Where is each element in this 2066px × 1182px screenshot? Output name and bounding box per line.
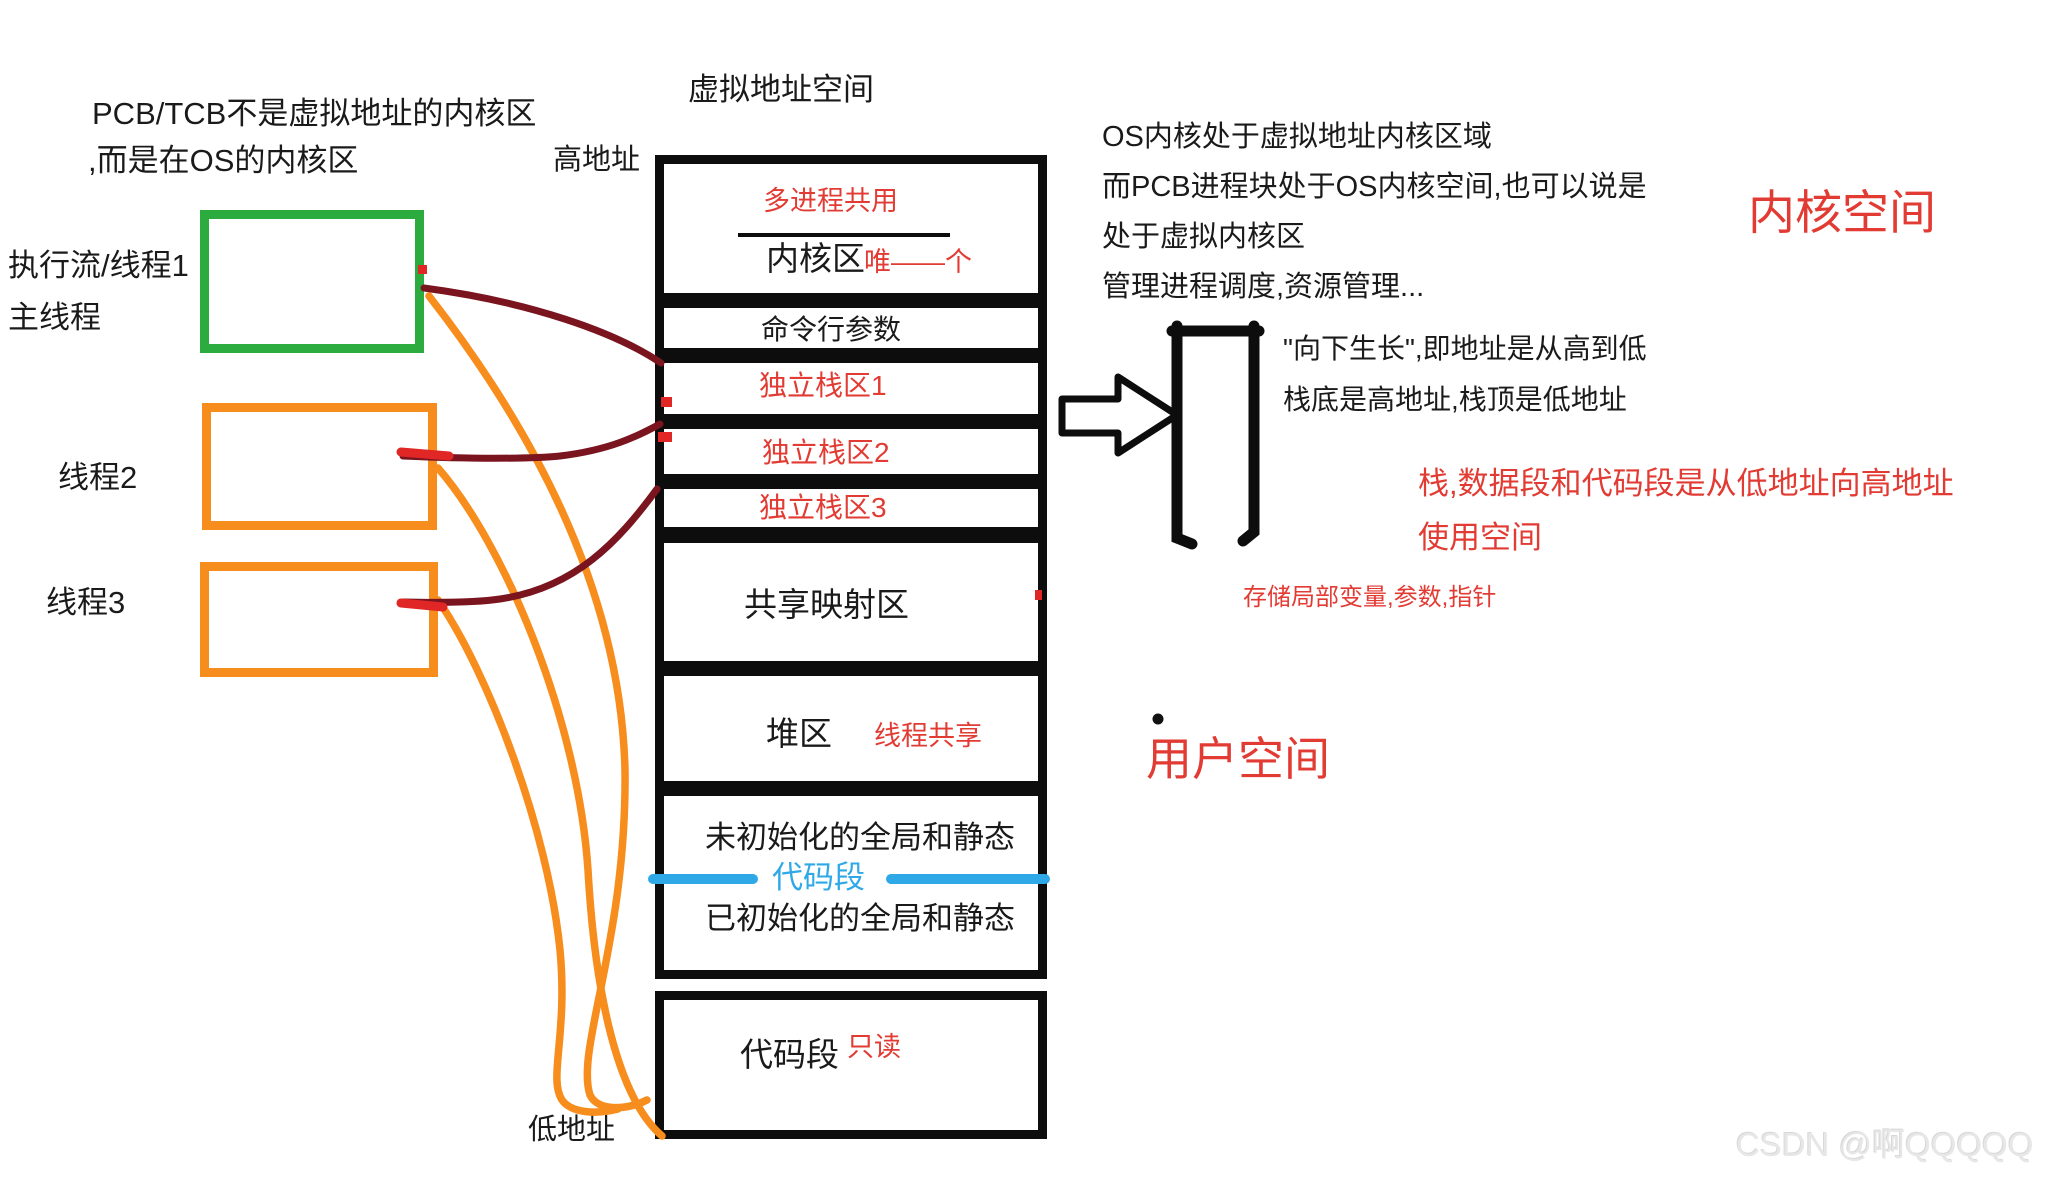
shared-map-label: 共享映射区 xyxy=(744,586,909,623)
thread1-label-top: 执行流/线程1 xyxy=(8,248,189,283)
ink-dot xyxy=(1152,713,1164,725)
thread1-box xyxy=(200,210,424,353)
stack2-label: 独立栈区2 xyxy=(762,437,890,468)
stack-bracket-right-leg xyxy=(1237,320,1260,547)
thread3-box xyxy=(200,562,438,677)
heap-label: 堆区 xyxy=(766,715,832,752)
kernel-underline xyxy=(738,233,950,237)
low-to-high-note-line2: 使用空间 xyxy=(1418,520,1542,555)
thread3-label: 线程3 xyxy=(46,585,126,620)
kernel-note-shared: 多进程共用 xyxy=(763,186,898,216)
stack-stores-note: 存储局部变量,参数,指针 xyxy=(1243,584,1497,611)
section-stack3 xyxy=(655,480,1047,536)
section-stack1 xyxy=(655,354,1047,423)
heap-note-thread-shared: 线程共享 xyxy=(874,721,982,751)
code-segment-label: 代码段 xyxy=(740,1036,839,1073)
grow-down-note-line1: "向下生长",即地址是从高到低 xyxy=(1283,333,1647,364)
os-note-line2: 而PCB进程块处于OS内核空间,也可以说是 xyxy=(1102,171,1647,203)
os-note-line4: 管理进程调度,资源管理... xyxy=(1102,271,1425,303)
diagram-title: 虚拟地址空间 xyxy=(688,72,874,107)
connector-thread1-stack1 xyxy=(420,284,665,367)
orange-curve-thread2 xyxy=(434,464,666,1140)
data-segment-blue-label: 代码段 xyxy=(772,860,865,895)
pcb-note-line2: ,而是在OS的内核区 xyxy=(88,143,359,178)
stack3-label: 独立栈区3 xyxy=(759,492,887,523)
stack1-label: 独立栈区1 xyxy=(759,370,887,401)
kernel-note-unique: 唯——个 xyxy=(864,247,972,277)
code-segment-readonly-note: 只读 xyxy=(847,1032,901,1062)
low-address-label: 低地址 xyxy=(528,1114,616,1146)
right-arrow-icon xyxy=(1058,373,1181,457)
csdn-watermark: CSDN @啊QQQQQ xyxy=(1736,1126,2034,1163)
high-address-label: 高地址 xyxy=(553,144,641,176)
os-note-line1: OS内核处于虚拟地址内核区域 xyxy=(1102,121,1492,153)
os-note-line3: 处于虚拟内核区 xyxy=(1102,221,1306,253)
init-globals-label: 已初始化的全局和静态 xyxy=(705,901,1015,936)
stack-bracket-left-leg xyxy=(1171,320,1198,550)
orange-curve-thread3 xyxy=(434,596,622,1116)
section-heap xyxy=(655,667,1047,790)
connector-thread3-stack3 xyxy=(399,485,661,606)
cmdline-label: 命令行参数 xyxy=(761,314,902,345)
user-space-label: 用户空间 xyxy=(1146,733,1330,785)
kernel-space-label: 内核空间 xyxy=(1748,186,1936,239)
uninit-globals-label: 未初始化的全局和静态 xyxy=(705,820,1015,855)
grow-down-note-line2: 栈底是高地址,栈顶是低地址 xyxy=(1283,384,1627,415)
blue-line-right xyxy=(886,874,1050,884)
thread1-label-bottom: 主线程 xyxy=(8,300,101,335)
section-code-segment xyxy=(655,991,1047,1139)
blue-line-left xyxy=(648,874,758,884)
section-cmdline xyxy=(655,299,1047,357)
thread2-box xyxy=(202,403,437,530)
connector-thread2-stack2 xyxy=(399,420,664,462)
thread2-label: 线程2 xyxy=(58,460,138,495)
low-to-high-note-line1: 栈,数据段和代码段是从低地址向高地址 xyxy=(1418,466,1954,501)
section-kernel xyxy=(655,155,1047,302)
pcb-note-line1: PCB/TCB不是虚拟地址的内核区 xyxy=(92,96,537,131)
orange-curve-thread1 xyxy=(425,292,651,1112)
kernel-label: 内核区 xyxy=(766,240,865,277)
